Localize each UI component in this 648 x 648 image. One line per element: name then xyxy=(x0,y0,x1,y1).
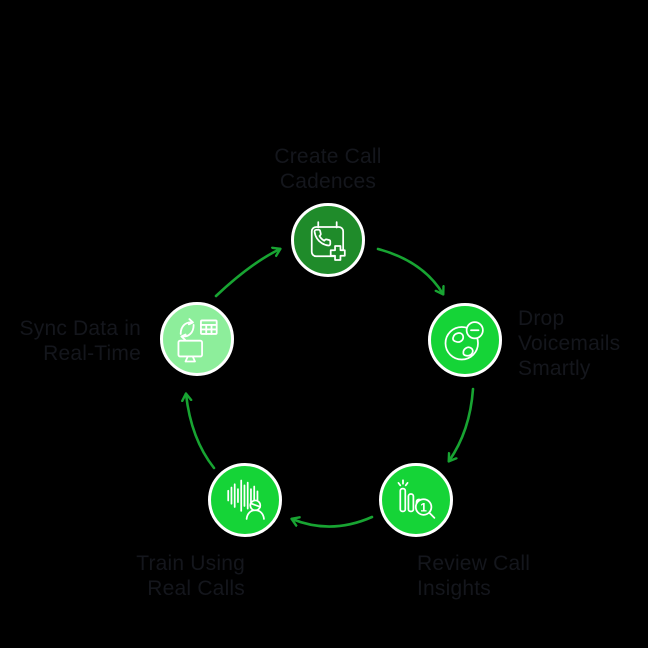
node-create-call-cadences xyxy=(291,203,365,277)
voicemail-minus-icon xyxy=(444,321,484,361)
node-circle-train-using-real-calls xyxy=(208,463,282,537)
node-drop-voicemails-smartly xyxy=(428,303,502,377)
label-review-call-insights: Review Call Insights xyxy=(417,552,531,600)
arrow-sync-to-create xyxy=(214,249,280,298)
label-drop-voicemails-smartly: Drop Voicemails Smartly xyxy=(518,307,621,380)
node-circle-sync-data-in-real-time xyxy=(160,302,234,376)
arrow-create-to-drop xyxy=(376,247,443,294)
label-sync-data-in-real-time: Sync Data in Real-Time xyxy=(19,317,141,365)
label-create-call-cadences: Create Call Cadences xyxy=(274,145,382,193)
label-train-using-real-calls: Train Using Real Calls xyxy=(136,552,245,600)
waveform-person-icon xyxy=(227,479,265,520)
node-review-call-insights: 1 xyxy=(379,463,453,537)
magnifier-number: 1 xyxy=(420,500,427,514)
node-sync-data-in-real-time xyxy=(160,302,234,376)
node-train-using-real-calls xyxy=(208,463,282,537)
node-circle-create-call-cadences xyxy=(291,203,365,277)
sync-table-monitor-icon xyxy=(177,318,218,363)
calendar-phone-plus-icon xyxy=(310,221,346,261)
arrow-train-to-sync xyxy=(186,394,216,470)
arrow-review-to-train xyxy=(292,515,374,528)
bar-chart-magnifier-icon: 1 xyxy=(397,479,436,519)
node-circle-review-call-insights: 1 xyxy=(379,463,453,537)
arrow-drop-to-review xyxy=(449,387,475,461)
node-circle-drop-voicemails-smartly xyxy=(428,303,502,377)
